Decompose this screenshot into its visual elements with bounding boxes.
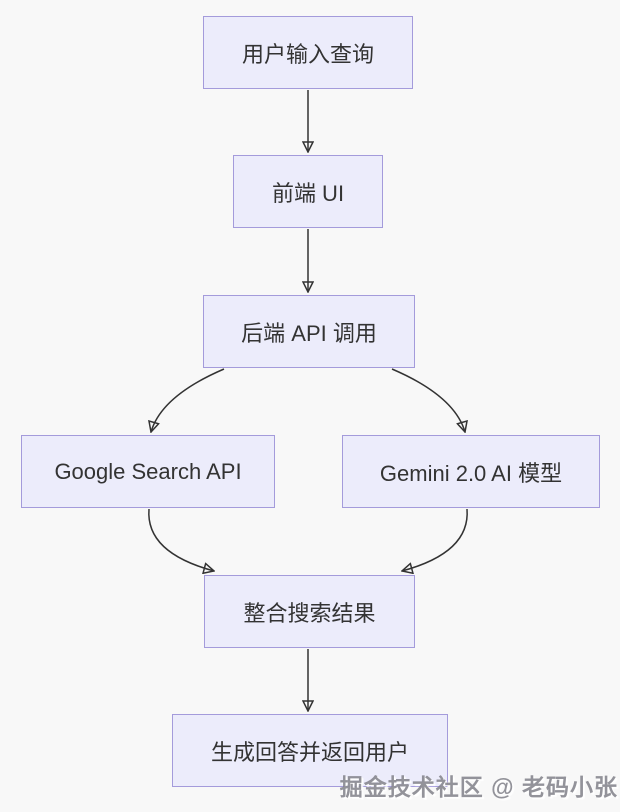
flow-node-merge-search-results: 整合搜索结果 <box>204 575 415 648</box>
flow-node-generate-answer: 生成回答并返回用户 <box>172 714 448 787</box>
flow-node-label: Gemini 2.0 AI 模型 <box>379 460 563 486</box>
flow-node-label: 生成回答并返回用户 <box>210 739 409 765</box>
flow-node-frontend-ui: 前端 UI <box>233 155 383 228</box>
flow-node-label: 用户输入查询 <box>241 41 374 67</box>
watermark: 掘金技术社区 @ 老码小张 <box>339 774 618 800</box>
flow-node-label: 后端 API 调用 <box>241 320 377 346</box>
flow-node-label: 整合搜索结果 <box>243 600 376 626</box>
flow-node-label: 前端 UI <box>271 180 345 206</box>
edge-gemini-to-merge <box>402 508 468 571</box>
flow-node-user-input-query: 用户输入查询 <box>203 16 413 89</box>
flow-node-gemini-ai-model: Gemini 2.0 AI 模型 <box>342 435 600 508</box>
edge-backend-to-gemini <box>391 368 465 432</box>
edge-google-search-to-merge <box>148 508 214 571</box>
flow-node-backend-api-call: 后端 API 调用 <box>203 295 415 368</box>
flow-node-label: Google Search API <box>54 458 242 484</box>
edge-backend-to-google-search <box>151 368 225 432</box>
flow-node-google-search-api: Google Search API <box>21 435 275 508</box>
